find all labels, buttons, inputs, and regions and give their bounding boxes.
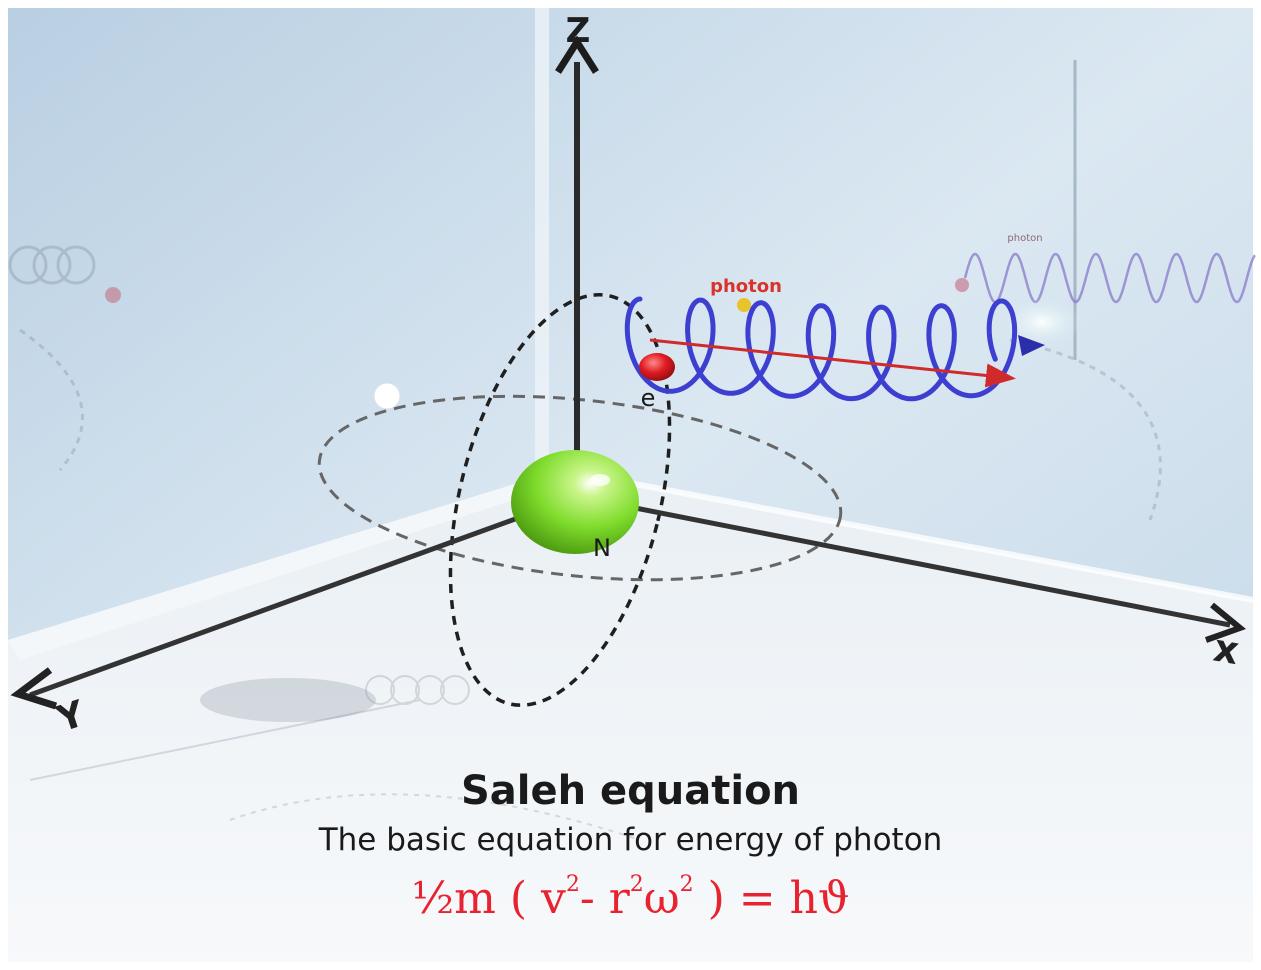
x-axis (619, 502, 1231, 628)
reflection-photon-wave (963, 252, 1256, 304)
horizontal-orbit (317, 394, 843, 582)
axes (10, 35, 1247, 710)
y-axis-arrowhead (10, 667, 58, 710)
z-axis-label: Z (566, 11, 591, 51)
caption-subtitle: The basic equation for energy of photon (318, 822, 943, 858)
equation-half: ½ (411, 873, 455, 924)
reflection-glow (1002, 298, 1082, 346)
equation-exp-1: 2 (565, 872, 580, 897)
nucleus (511, 450, 639, 554)
saleh-equation: ½m ( v2- r2ω2 ) = hϑ (0, 872, 1261, 924)
white-electron (373, 382, 401, 410)
z-axis-arrowhead (555, 35, 599, 74)
equation-rhs: ) = hϑ (693, 873, 850, 924)
x-axis-arrowhead (1205, 602, 1247, 643)
background-room (8, 8, 1256, 962)
equation-exp-3: 2 (679, 872, 694, 897)
electron (639, 353, 675, 381)
y-axis (29, 507, 541, 698)
photon-particle (737, 298, 751, 312)
equation-exp-2: 2 (629, 872, 644, 897)
reflection-photon-label: photon (1007, 233, 1042, 244)
photon-direction-arrow (649, 338, 1016, 388)
caption-title: Saleh equation (460, 768, 801, 814)
equation-m-v: m ( v (454, 873, 566, 924)
equation-omega: ω (643, 873, 680, 924)
photon-spiral-arrowhead (1018, 335, 1045, 356)
electron-label: e (641, 384, 656, 412)
photon-label: photon (710, 276, 782, 297)
equation-minus-r: - r (579, 873, 630, 924)
photon-spiral (624, 296, 1018, 402)
nucleus-label: N (593, 534, 611, 562)
